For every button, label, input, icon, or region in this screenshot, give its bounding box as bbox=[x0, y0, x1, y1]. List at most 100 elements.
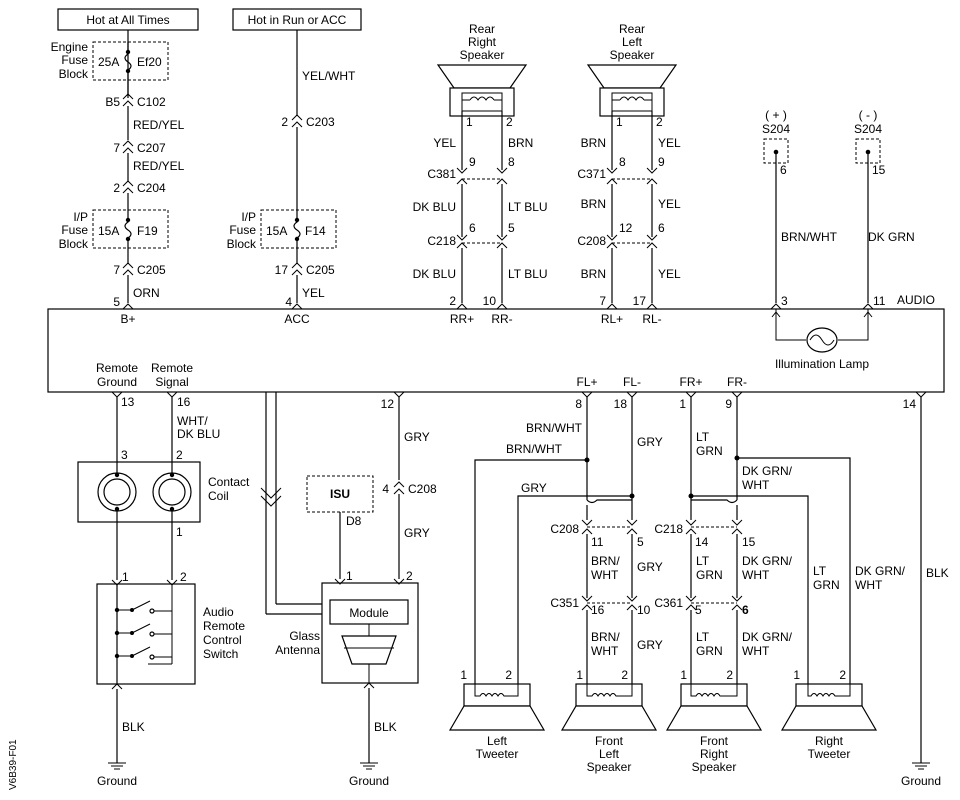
audio-unit-box bbox=[47, 308, 945, 393]
wire-wht-dkblu-2: DK BLU bbox=[177, 427, 220, 441]
wire-frplus-ltgrn-2: GRN bbox=[696, 444, 723, 458]
rear-right-label-3: Speaker bbox=[460, 48, 505, 62]
s204-plus-sign: ( + ) bbox=[765, 108, 787, 122]
rear-right-label-1: Rear bbox=[469, 22, 495, 36]
rear-left-speaker-circuit: Rear Left Speaker 1 2 BRN YEL 8 9 C371 B… bbox=[577, 22, 681, 310]
c203-pin: 2 bbox=[281, 115, 288, 129]
audio-frminus-label: FR- bbox=[727, 375, 747, 389]
wire-fl-brnwht-4: WHT bbox=[591, 644, 619, 658]
c381-connector: C381 bbox=[427, 167, 456, 181]
c381-pin9: 9 bbox=[469, 155, 476, 169]
illumination-circuit: ( + ) S204 6 BRN/WHT ( - ) S204 15 DK GR… bbox=[762, 108, 915, 310]
wire-frminus-dkgrnwht-1: DK GRN/ bbox=[742, 464, 793, 478]
rr-spk-pin1: 1 bbox=[466, 115, 473, 129]
front-right-speaker-icon: 1 2 Front Right Speaker bbox=[665, 668, 763, 774]
audio-pin1: 1 bbox=[679, 397, 686, 411]
illumination-lamp-label: Illumination Lamp bbox=[775, 357, 869, 371]
isu-label: ISU bbox=[330, 487, 350, 501]
rear-right-speaker-icon bbox=[436, 64, 528, 89]
remote-switch-label-2: Remote bbox=[203, 619, 245, 633]
c218-rr-pin5: 5 bbox=[508, 221, 515, 235]
rl-spk-pin1: 1 bbox=[616, 115, 623, 129]
audio-pin11: 11 bbox=[873, 294, 886, 308]
glass-antenna-label-1: Glass bbox=[289, 629, 320, 643]
c371-connector: C371 bbox=[577, 167, 606, 181]
wire-fr-ltgrn-4: GRN bbox=[696, 644, 723, 658]
c208-rl-pin12: 12 bbox=[619, 221, 633, 235]
module-pin2: 2 bbox=[406, 569, 413, 583]
remote-switch-label-4: Switch bbox=[203, 647, 238, 661]
rl-wire-yel-3: YEL bbox=[658, 267, 681, 281]
audio-ground-circuit: 14 BLK Ground bbox=[901, 391, 949, 788]
wire-fl-gry-2: GRY bbox=[637, 638, 663, 652]
wire-frminus-dkgrnwht-2: WHT bbox=[742, 478, 770, 492]
c204-connector: C204 bbox=[137, 181, 166, 195]
illum-wire-brnwht: BRN/WHT bbox=[781, 230, 838, 244]
fuse-ef20-icon bbox=[124, 42, 132, 80]
c208-antenna-connector: C208 bbox=[408, 482, 437, 496]
c205-connector-a: C205 bbox=[306, 263, 335, 277]
c208-antenna-pin: 4 bbox=[382, 482, 389, 496]
s204-minus-sign: ( - ) bbox=[859, 108, 878, 122]
ip-fuse2-label-3: Block bbox=[227, 237, 257, 251]
c218-front-pin15: 15 bbox=[742, 535, 756, 549]
fuse-f14-amp: 15A bbox=[266, 224, 287, 238]
rr-wire-ltblu-2: LT BLU bbox=[508, 267, 548, 281]
fuse-f14-name: F14 bbox=[305, 224, 326, 238]
right-tweeter-icon: 1 2 Right Tweeter bbox=[780, 668, 878, 761]
c102-connector: C102 bbox=[137, 95, 166, 109]
rr-wire-ltblu: LT BLU bbox=[508, 200, 548, 214]
yel-wht-wire: YEL/WHT bbox=[302, 69, 356, 83]
fr-spk-pin1: 1 bbox=[680, 668, 687, 682]
audio-rlminus-label: RL- bbox=[642, 312, 661, 326]
fl-spk-pin2: 2 bbox=[621, 668, 628, 682]
c371-pin9: 9 bbox=[658, 155, 665, 169]
ground-icon-left bbox=[108, 762, 126, 770]
audio-pin9: 9 bbox=[725, 397, 732, 411]
rl-wire-brn-2: BRN bbox=[581, 197, 606, 211]
rr-spk-pin2: 2 bbox=[506, 115, 513, 129]
remote-ground-label-1: Remote bbox=[96, 361, 138, 375]
audio-pin8: 8 bbox=[575, 397, 582, 411]
c218-rr-connector: C218 bbox=[427, 234, 456, 248]
rl-wire-yel-2: YEL bbox=[658, 197, 681, 211]
engine-fuse-label-2: Fuse bbox=[61, 53, 88, 67]
remote-switch-contacts-icon bbox=[114, 600, 172, 660]
wire-rtweeter-ltgrn-2: GRN bbox=[813, 578, 840, 592]
c218-front-connector: C218 bbox=[654, 522, 683, 536]
audio-unit: AUDIO B+ ACC RR+ RR- RL+ RL- Illuminatio… bbox=[47, 293, 945, 393]
power-feed-acc: Hot in Run or ACC YEL/WHT 2 C203 I/P Fus… bbox=[227, 8, 362, 310]
front-left-label-3: Speaker bbox=[587, 760, 632, 774]
rl-wire-brn-3: BRN bbox=[581, 267, 606, 281]
rear-right-label-2: Right bbox=[468, 35, 497, 49]
figure-id: V6B39-F01 bbox=[8, 739, 19, 790]
contact-coil-pin1: 1 bbox=[176, 525, 183, 539]
contact-coil-label-1: Contact bbox=[208, 475, 250, 489]
wire-frplus-ltgrn-1: LT bbox=[696, 430, 710, 444]
module-inner-box bbox=[329, 599, 409, 625]
c208-rl-connector: C208 bbox=[577, 234, 606, 248]
left-tweeter-pin1: 1 bbox=[460, 668, 467, 682]
rear-right-speaker-circuit: Rear Right Speaker 1 2 YEL BRN 9 8 C381 … bbox=[413, 22, 548, 310]
audio-pin16: 16 bbox=[177, 395, 191, 409]
left-tweeter-label-2: Tweeter bbox=[476, 747, 519, 761]
front-right-label-1: Front bbox=[700, 734, 729, 748]
fuse-ef20-amp: 25A bbox=[98, 55, 119, 69]
wire-fr-ltgrn-3: LT bbox=[696, 630, 710, 644]
c207-pin: 7 bbox=[113, 141, 120, 155]
rear-left-speaker-icon bbox=[586, 64, 678, 89]
c218-front-pin14: 14 bbox=[695, 535, 709, 549]
wire-brnwht-flplus: BRN/WHT bbox=[526, 421, 583, 435]
wire-rtweeter-dkgrnwht-2: WHT bbox=[855, 578, 883, 592]
left-tweeter-pin2: 2 bbox=[505, 668, 512, 682]
wire-blk-right: BLK bbox=[926, 566, 949, 580]
audio-pin-rrminus: 10 bbox=[483, 294, 497, 308]
audio-remote-switch-box bbox=[96, 583, 196, 685]
c361-pin5: 5 bbox=[695, 603, 702, 617]
engine-fuse-label-1: Engine bbox=[51, 40, 89, 54]
remote-switch-pin1: 1 bbox=[122, 570, 129, 584]
wire-wht-dkblu-1: WHT/ bbox=[177, 414, 208, 428]
c381-pin8: 8 bbox=[508, 155, 515, 169]
contact-coil-pin2: 2 bbox=[176, 448, 183, 462]
fuse-ef20-name: Ef20 bbox=[137, 55, 162, 69]
